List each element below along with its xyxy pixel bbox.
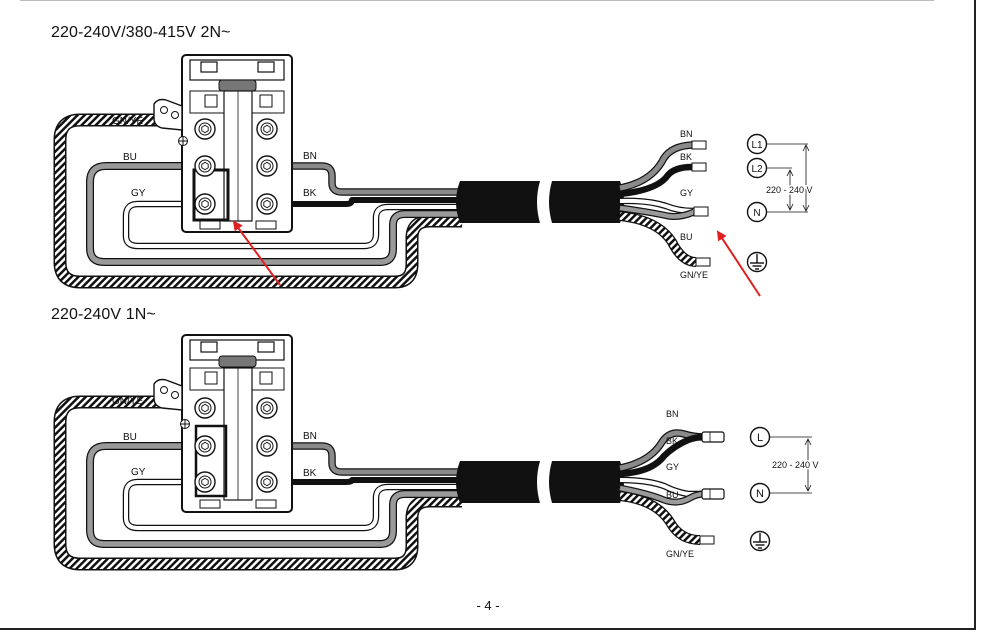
supply-label-n: N (753, 208, 760, 219)
label-gy: GY (131, 188, 146, 199)
label-bn: BN (303, 151, 317, 162)
end-label-bu: BU (680, 232, 693, 242)
annotation-arrow-terminal (232, 220, 281, 286)
page-number: - 4 - (476, 598, 500, 613)
diagram-2n: GN/YE BU GY BN BK BN BK GY BU GN/YE L1 L… (53, 54, 814, 297)
wire-bn (270, 442, 462, 476)
cable-sheath (456, 181, 624, 223)
cable-sheath (456, 461, 624, 503)
wire-ends (619, 429, 725, 545)
end-label-gnye: GN/YE (680, 270, 708, 280)
supply-terminals (749, 426, 812, 552)
wire-gnye (53, 113, 462, 289)
end-label-bk: BK (666, 436, 678, 446)
label-gy: GY (131, 467, 146, 478)
label-bk: BK (303, 188, 317, 199)
header-rule (20, 0, 934, 1)
annotation-arrow-wire (716, 230, 761, 297)
end-label-gnye: GN/YE (666, 549, 694, 559)
diagram-1n: GN/YE BU GY BN BK BN BK GY BU GN/YE L N … (53, 334, 820, 571)
end-label-bk: BK (680, 152, 692, 162)
terminal-block (153, 334, 293, 513)
diagram-heading-1n: 220-240V 1N~ (51, 306, 156, 323)
end-label-bn: BN (666, 409, 679, 419)
wire-bn (270, 162, 462, 196)
supply-label-l: L (757, 432, 763, 444)
wire-bk (270, 477, 462, 485)
diagram-heading-2n: 220-240V/380-415V 2N~ (51, 24, 231, 41)
voltage-label: 220 - 240 V (766, 185, 813, 195)
label-gnye: GN/YE (112, 116, 143, 127)
end-label-bu: BU (666, 490, 679, 500)
supply-label-n: N (756, 488, 764, 500)
wire-ends (619, 140, 711, 267)
label-bu: BU (123, 432, 137, 443)
supply-label-l2: L2 (751, 164, 763, 175)
label-bu: BU (123, 152, 137, 163)
supply-terminals (746, 133, 810, 273)
label-gnye: GN/YE (112, 396, 143, 407)
wire-gnye (53, 395, 462, 571)
terminal-block (153, 54, 293, 233)
label-bn: BN (303, 431, 317, 442)
label-bk: BK (303, 468, 317, 479)
end-label-gy: GY (666, 462, 679, 472)
wire-bk (270, 197, 462, 207)
end-label-gy: GY (680, 188, 693, 198)
end-label-bn: BN (680, 129, 693, 139)
supply-label-l1: L1 (751, 140, 763, 151)
voltage-label: 220 - 240 V (772, 460, 819, 470)
